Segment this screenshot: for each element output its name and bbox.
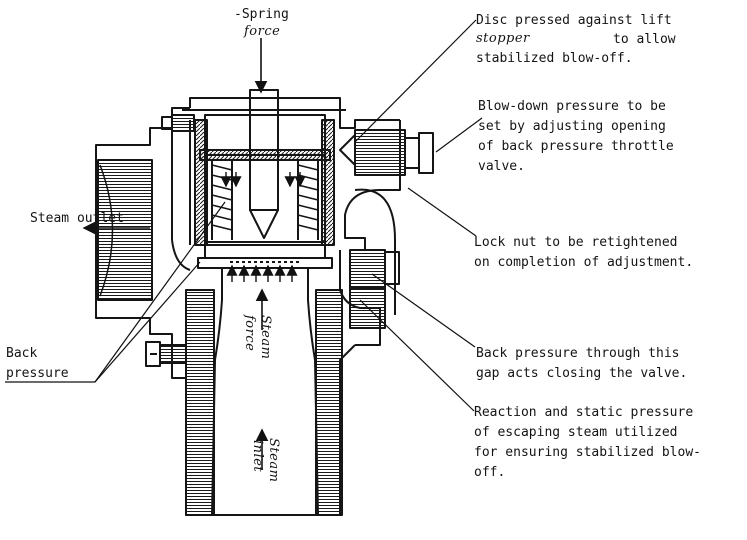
steam-flow-arrows [220, 172, 306, 282]
steam-inlet-label-2: inlet [250, 440, 265, 473]
leader-gap [371, 273, 476, 348]
back-pressure-label-2: pressure [6, 366, 69, 381]
steam-inlet-label-1: Steam [266, 438, 281, 483]
outlet-flange [95, 107, 190, 352]
disc-note-line2: to allow [613, 32, 676, 47]
steam-force-label-1: Steam [258, 315, 273, 360]
steam-force-label-2: force [242, 315, 257, 352]
reaction-note-line2: of escaping steam utilized [474, 425, 678, 440]
inlet-nozzle [185, 268, 343, 516]
leader-disc [354, 19, 477, 143]
throttle-valve [339, 129, 434, 176]
locknut-note-line2: on completion of adjustment. [474, 255, 694, 270]
reaction-note-line3: for ensuring stabilized blow- [474, 445, 701, 460]
leader-lines [5, 19, 483, 412]
disc-note-line1: Disc pressed against lift [476, 13, 672, 28]
force-arrows [82, 38, 269, 470]
bonnet [194, 114, 335, 246]
disc-note-line2-hand: stopper [476, 31, 530, 46]
spring [211, 164, 319, 231]
side-plug [349, 249, 400, 329]
leader-reaction [359, 299, 475, 412]
gap-note-line1: Back pressure through this [476, 346, 680, 361]
reaction-note-line4: off. [474, 465, 506, 480]
steam-outlet-label: Steam outlet [30, 211, 124, 226]
top-left-screw [161, 114, 195, 132]
blowdown-note-line3: of back pressure throttle [478, 139, 674, 154]
spring-force-label-1: -Spring [234, 7, 289, 22]
back-pressure-label-1: Back [6, 346, 38, 361]
leader-locknut [407, 187, 477, 237]
spindle [231, 89, 299, 240]
blowdown-note-line1: Blow-down pressure to be [478, 99, 666, 114]
blowdown-note-line2: set by adjusting opening [478, 119, 666, 134]
blowdown-note-line4: valve. [478, 159, 525, 174]
spring-force-label-2: force [244, 24, 281, 39]
locknut-note-line1: Lock nut to be retightened [474, 235, 678, 250]
gap-note-line2: gap acts closing the valve. [476, 366, 688, 381]
back-pressure-screw [145, 341, 187, 367]
reaction-note-line1: Reaction and static pressure [474, 405, 694, 420]
disc-note-line3: stabilized blow-off. [476, 51, 633, 66]
leader-blowdown [435, 117, 483, 153]
